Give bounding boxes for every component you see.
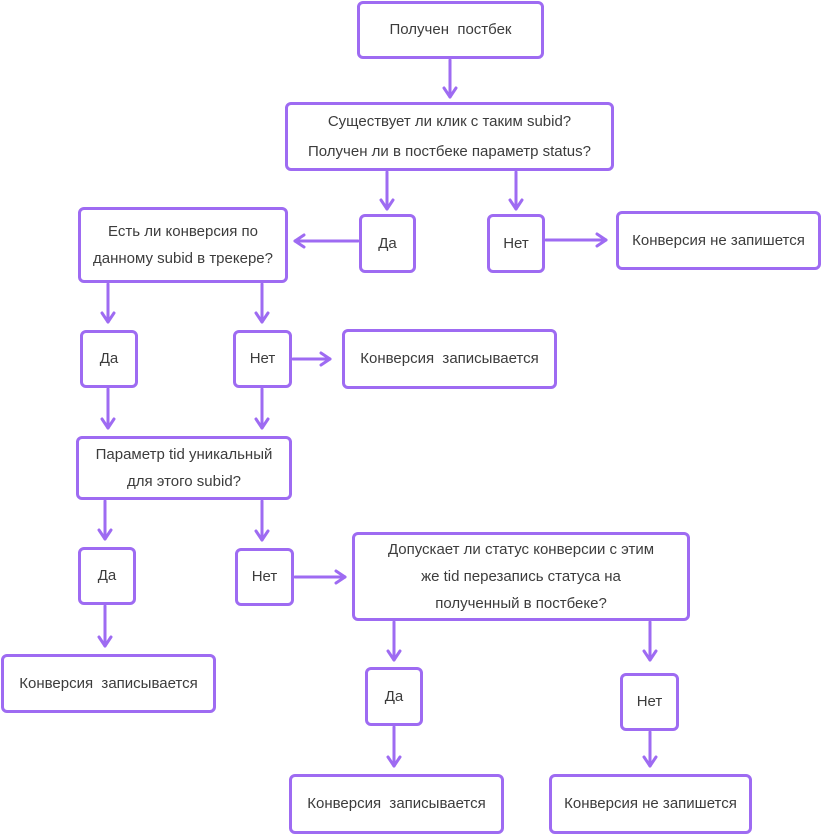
answer-no-tid-label: Нет xyxy=(251,568,278,585)
result-not-recorded-2: Конверсия не запишется xyxy=(549,774,752,834)
arrow-q2-to-yes xyxy=(100,282,116,324)
question-conversion-exists: Есть ли конверсия по данному subid в тре… xyxy=(78,207,288,283)
arrow-no-to-q4 xyxy=(293,569,347,585)
answer-yes-click: Да xyxy=(359,214,416,273)
arrow-q3-to-no xyxy=(254,499,270,542)
arrow-q1-to-yes xyxy=(379,170,395,211)
answer-yes-overwrite: Да xyxy=(365,667,423,726)
question-status-overwrite-line-2: же tid перезапись статуса на xyxy=(421,568,621,585)
answer-no-overwrite: Нет xyxy=(620,673,679,731)
answer-no-conversion: Нет xyxy=(233,330,292,388)
question-tid-unique: Параметр tid уникальный для этого subid? xyxy=(76,436,292,500)
start-node: Получен постбек xyxy=(357,1,544,59)
question-click-exists-line-1: Существует ли клик с таким subid? xyxy=(327,112,572,130)
answer-no-conversion-label: Нет xyxy=(249,350,276,367)
answer-yes-tid: Да xyxy=(78,547,136,605)
arrow-no-to-recorded xyxy=(291,351,332,367)
question-click-exists-line-2: Получен ли в постбеке параметр status? xyxy=(308,142,591,160)
result-recorded-3: Конверсия записывается xyxy=(289,774,504,834)
result-recorded-1: Конверсия записывается xyxy=(342,329,557,389)
question-status-overwrite-line-1: Допускает ли статус конверсии с этим xyxy=(387,541,655,558)
result-recorded-3-label: Конверсия записывается xyxy=(307,795,486,812)
question-status-overwrite: Допускает ли статус конверсии с этим же … xyxy=(352,532,690,621)
result-not-recorded-2-label: Конверсия не запишется xyxy=(564,795,737,812)
arrow-no-to-not-recorded xyxy=(544,232,608,248)
arrow-q1-to-no xyxy=(508,170,524,211)
arrow-q3-to-yes xyxy=(97,499,113,541)
arrow-yes-to-q2 xyxy=(293,233,360,249)
question-conversion-exists-line-2: данному subid в трекере? xyxy=(93,250,273,267)
arrow-yes-to-q3 xyxy=(100,387,116,430)
answer-yes-tid-label: Да xyxy=(97,567,117,584)
arrow-q4-to-yes xyxy=(386,620,402,662)
arrow-start-to-q1 xyxy=(442,58,458,99)
result-recorded-1-label: Конверсия записывается xyxy=(360,350,539,367)
arrow-q2-to-no xyxy=(254,282,270,324)
result-recorded-2: Конверсия записывается xyxy=(1,654,216,713)
result-recorded-2-label: Конверсия записывается xyxy=(19,674,198,692)
result-not-recorded-1: Конверсия не запишется xyxy=(616,211,821,270)
answer-no-click: Нет xyxy=(487,214,545,273)
arrow-yes-to-recorded-3 xyxy=(386,725,402,768)
answer-yes-click-label: Да xyxy=(378,234,397,252)
arrow-no-to-not-recorded-2 xyxy=(642,730,658,768)
arrow-yes-to-recorded xyxy=(97,604,113,648)
answer-no-overwrite-label: Нет xyxy=(636,693,663,710)
arrow-q4-to-no xyxy=(642,620,658,662)
answer-no-tid: Нет xyxy=(235,548,294,606)
answer-yes-overwrite-label: Да xyxy=(384,687,404,705)
question-tid-unique-line-1: Параметр tid уникальный xyxy=(95,446,273,463)
start-label: Получен постбек xyxy=(389,21,512,38)
result-not-recorded-1-label: Конверсия не запишется xyxy=(632,231,805,249)
question-conversion-exists-line-1: Есть ли конверсия по xyxy=(108,223,258,240)
answer-yes-conversion: Да xyxy=(80,330,138,388)
arrow-no-to-q3 xyxy=(254,387,270,430)
question-tid-unique-line-2: для этого subid? xyxy=(126,473,242,490)
question-click-exists: Существует ли клик с таким subid? Получе… xyxy=(285,102,614,171)
answer-no-click-label: Нет xyxy=(503,234,529,252)
question-status-overwrite-line-3: полученный в постбеке? xyxy=(435,595,607,612)
answer-yes-conversion-label: Да xyxy=(99,350,119,367)
